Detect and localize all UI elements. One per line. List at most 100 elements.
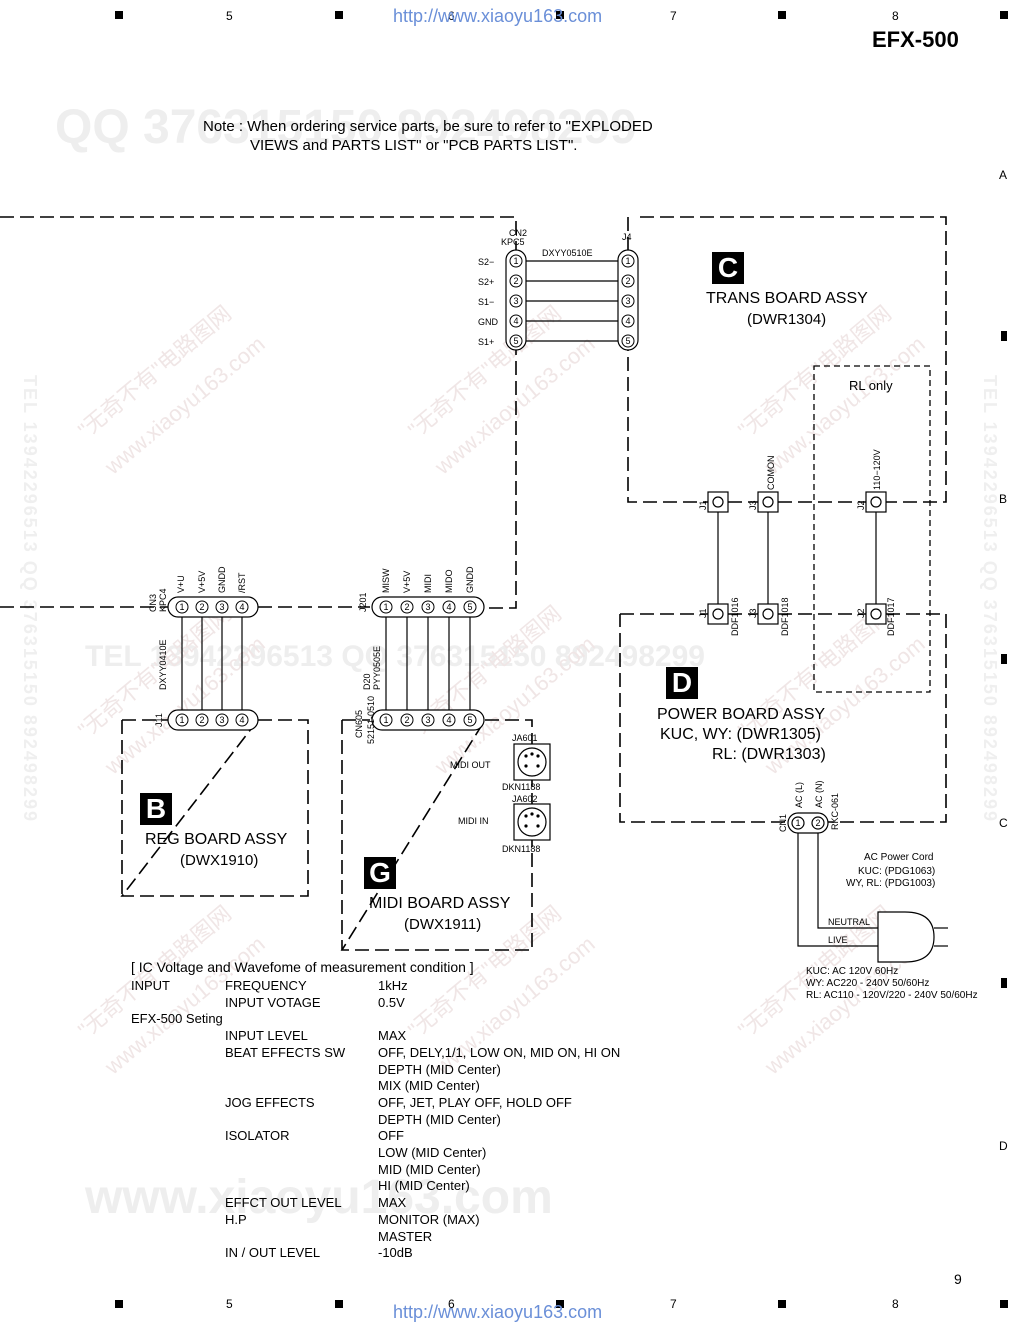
- watermark-url-bottom: http://www.xiaoyu163.com: [393, 1302, 603, 1322]
- cable-top: DXYY0510E: [542, 248, 593, 258]
- cn2-pin-label: S1−: [478, 297, 494, 307]
- condition-value: HI (MID Center): [378, 1178, 470, 1194]
- watermark-url-top: http://www.xiaoyu163.com: [393, 6, 603, 26]
- condition-value: DEPTH (MID Center): [378, 1061, 501, 1077]
- condition-value: OFF, DELY,1/1, LOW ON, MID ON, HI ON: [378, 1044, 621, 1060]
- power-cord-wyrl: WY, RL: (PDG1003): [846, 878, 936, 889]
- condition-row: MASTER: [131, 1229, 731, 1246]
- cn2-part: KPC5: [501, 237, 525, 247]
- svg-text:5: 5: [625, 336, 630, 346]
- svg-text:1: 1: [179, 602, 184, 612]
- j201-pin-label: GNDD: [465, 566, 475, 593]
- row-mark: B: [999, 492, 1008, 506]
- registration-mark: [1001, 654, 1007, 664]
- svg-text:4: 4: [446, 715, 451, 725]
- midi-board-name: MIDI BOARD ASSY: [369, 895, 511, 912]
- cn605-ref: CN605: [354, 710, 364, 738]
- condition-item: ISOLATOR: [225, 1128, 290, 1144]
- svg-text:1: 1: [179, 715, 184, 725]
- cn2-pin-label: S1+: [478, 337, 494, 347]
- model-title: EFX-500: [872, 27, 959, 52]
- row-mark: A: [999, 168, 1008, 182]
- j201-pin-label: MIDO: [444, 570, 454, 594]
- column-mark: 7: [670, 1297, 677, 1311]
- condition-value: MIX (MID Center): [378, 1078, 480, 1094]
- registration-mark: [778, 11, 786, 19]
- condition-value: OFF: [378, 1128, 404, 1144]
- condition-item: FREQUENCY: [225, 978, 307, 993]
- cable-mid: PYY0505E: [372, 646, 382, 690]
- j4-ref: J4: [622, 232, 632, 242]
- cable-left: DXYY0410E: [158, 639, 168, 690]
- board-letter-b: B: [140, 793, 172, 825]
- condition-row: IN / OUT LEVEL-10dB: [131, 1245, 731, 1262]
- svg-text:2: 2: [404, 715, 409, 725]
- svg-text:3: 3: [513, 296, 518, 306]
- ja602-ref: JA602: [512, 794, 538, 804]
- svg-text:3: 3: [425, 715, 430, 725]
- d20-ref: D20: [362, 673, 372, 690]
- ja601-label: MIDI OUT: [450, 760, 491, 770]
- cn2-pin-label: S2+: [478, 277, 494, 287]
- column-mark: 8: [892, 9, 899, 23]
- reg-board-part: (DWX1910): [180, 852, 259, 869]
- svg-text:2: 2: [815, 818, 820, 828]
- note-line-2: VIEWS and PARTS LIST" or "PCB PARTS LIST…: [250, 137, 578, 154]
- j11-ref: J11: [154, 713, 164, 727]
- watermark-tel: TEL 13942296513 QQ 376315150 892498299: [85, 640, 705, 673]
- j1-ref: J1: [698, 608, 708, 618]
- power-board-name: POWER BOARD ASSY: [657, 706, 826, 723]
- registration-mark: [1000, 11, 1008, 19]
- svg-text:1: 1: [795, 818, 800, 828]
- svg-text:4: 4: [446, 602, 451, 612]
- registration-mark: [1000, 1300, 1008, 1308]
- j3-ref: J3: [748, 500, 758, 510]
- column-mark: 5: [226, 1297, 233, 1311]
- condition-row: DEPTH (MID Center): [131, 1062, 731, 1079]
- row-mark: C: [999, 816, 1008, 830]
- condition-row: BEAT EFFECTS SW OFF, DELY,1/1, LOW ON, MI…: [131, 1045, 731, 1062]
- reg-board-name: REG BOARD ASSY: [145, 831, 288, 848]
- cn3-ref: CN3: [148, 594, 158, 612]
- power-board-part-2: RL: (DWR1303): [712, 746, 826, 763]
- ja601-part: DKN1188: [502, 782, 540, 792]
- svg-text:4: 4: [239, 715, 244, 725]
- midi-board-part: (DWX1911): [404, 916, 482, 933]
- registration-mark: [778, 1300, 786, 1308]
- cn3-part: KPC4: [158, 588, 168, 612]
- condition-item: BEAT EFFECTS SW: [225, 1044, 346, 1060]
- registration-mark: [335, 1300, 343, 1308]
- svg-text:5: 5: [467, 602, 472, 612]
- column-mark: 6: [448, 9, 455, 23]
- registration-mark: [335, 11, 343, 19]
- power-board-part-1: KUC, WY: (DWR1305): [660, 726, 821, 743]
- cn3-pin-label: GNDD: [217, 566, 227, 593]
- column-mark: 6: [448, 1297, 455, 1311]
- registration-mark: [1001, 331, 1007, 341]
- neutral-label: NEUTRAL: [828, 917, 870, 927]
- svg-text:5: 5: [467, 715, 472, 725]
- cn2-ref: CN2: [509, 228, 527, 238]
- power-spec-wy: WY: AC220 - 240V 50/60Hz: [806, 978, 930, 989]
- condition-value: -10dB: [378, 1245, 413, 1261]
- j2-ref: J2: [856, 608, 866, 618]
- condition-value: LOW (MID Center): [378, 1145, 487, 1160]
- svg-text:2: 2: [625, 276, 630, 286]
- condition-group: EFX-500 Seting: [131, 1011, 223, 1027]
- svg-text:1: 1: [383, 715, 388, 725]
- trans-board-name: TRANS BOARD ASSY: [706, 290, 868, 307]
- ja602-label: MIDI IN: [458, 816, 489, 826]
- cn2-pin-label: S2−: [478, 257, 494, 267]
- cn605-part: 52151-0510: [366, 696, 376, 744]
- trans-board-part: (DWR1304): [747, 311, 827, 328]
- condition-row: MID (MID Center): [131, 1162, 731, 1179]
- live-label: LIVE: [828, 935, 848, 945]
- svg-text:3: 3: [625, 296, 630, 306]
- svg-text:4: 4: [239, 602, 244, 612]
- condition-group: INPUT: [131, 978, 170, 993]
- condition-value: MAX: [378, 1028, 407, 1044]
- j2-label: 110−120V: [872, 449, 882, 490]
- watermark-www: www.xiaoyu163.com: [85, 1171, 553, 1224]
